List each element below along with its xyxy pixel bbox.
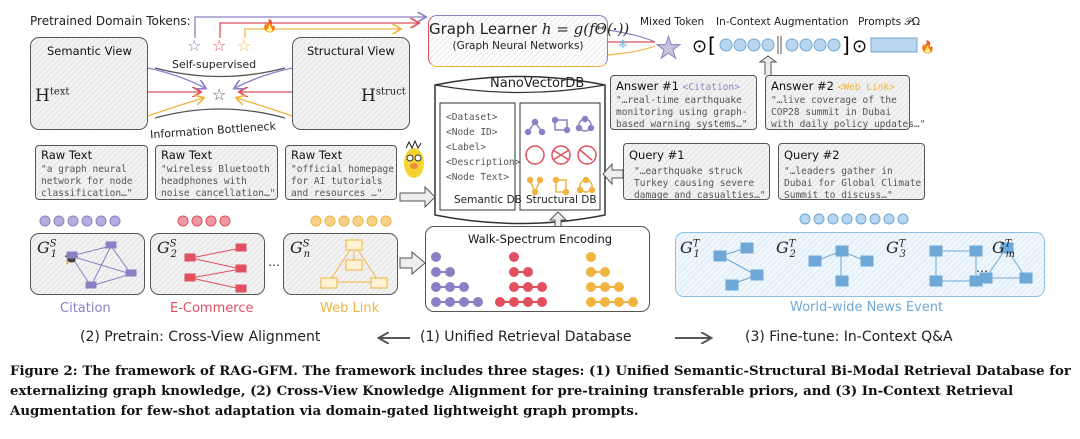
svg-text:☆: ☆: [212, 85, 226, 104]
shopping-cart-graph: [184, 243, 247, 293]
query-2-title: Query #2: [784, 148, 840, 162]
source-graph-ecommerce: GS2: [150, 233, 265, 295]
structural-view-title: Structural View: [307, 44, 395, 58]
snowflake-icon: ❄: [618, 37, 628, 51]
fire-icon: 🔥: [920, 40, 935, 54]
news-document-graphs: [713, 242, 1033, 291]
walk-spectrum-title: Walk-Spectrum Encoding: [468, 232, 613, 246]
h-struct-symbol: Hstruct: [361, 86, 406, 106]
graduation-cap-graph: 🎓: [64, 241, 137, 289]
ellipsis: …: [268, 255, 280, 269]
query-2-bubble: Query #2 "…leaders gather in Dubai for G…: [778, 143, 925, 201]
arrow-query-to-db: [602, 162, 624, 186]
webpage-graph: [320, 239, 388, 289]
query-1-title: Query #1: [629, 148, 685, 162]
figure-caption: Figure 2: The framework of RAG-GFM. The …: [10, 364, 1071, 419]
raw-text-content: "official homepage for AI tutorials and …: [291, 164, 394, 199]
walk-spectrum-panel: Walk-Spectrum Encoding: [425, 226, 650, 312]
query-2-text: "…leaders gather in Dubai for Global Cli…: [784, 166, 922, 201]
source-node-embeddings: [39, 215, 392, 227]
answer-2-title: Answer #2: [771, 79, 834, 93]
source-graph-weblink: GSn: [283, 233, 398, 295]
semantic-view-panel: Semantic View Htext: [30, 37, 148, 130]
token-arrow-orange: [244, 29, 400, 38]
svg-text:☆: ☆: [187, 36, 201, 55]
svg-text:[: [: [708, 33, 716, 57]
raw-text-citation: Raw Text "a graph neural network for nod…: [35, 145, 148, 200]
query-1-text: "…earthquake struck Turkey causing sever…: [634, 166, 766, 201]
raw-text-title: Raw Text: [161, 148, 213, 162]
domain-label-citation: Citation: [60, 301, 111, 316]
database-title: NanoVectorDB: [490, 76, 585, 91]
graph-learner-subtitle: (Graph Neural Networks): [452, 40, 584, 52]
stage-pretrain-label: (2) Pretrain: Cross-View Alignment: [80, 329, 321, 345]
svg-text:]: ]: [842, 33, 850, 57]
answer-1-title: Answer #1: [616, 79, 679, 93]
graph-symbol: GT3: [886, 238, 906, 261]
svg-text:☆: ☆: [237, 36, 251, 55]
domain-label-ecommerce: E-Commerce: [170, 301, 254, 316]
ellipsis: …: [976, 261, 988, 275]
graph-symbol: GT1: [680, 238, 700, 261]
arrow-raw-to-db: [399, 185, 436, 209]
mixed-token-label: Mixed Token: [640, 16, 705, 28]
answer-2-bubble: Answer #2 <Web Link> "…live coverage of …: [765, 75, 925, 130]
answer-1-bubble: Answer #1 <Citation> "…real-time earthqu…: [610, 75, 757, 130]
target-node-embeddings: [799, 213, 909, 225]
svg-text:☆: ☆: [212, 36, 226, 55]
source-graph-citation: GS1 🎓: [30, 233, 145, 295]
diagram-graphics: 🔥 ☆ ☆ ☆ ☆ ❄ ★ ⊙ [ ] ⊙ 🔥: [39, 0, 935, 360]
graph-learner-formula: h = g(fΘ(·)): [541, 20, 630, 38]
prompts-label: Prompts 𝒫Ω: [858, 16, 921, 28]
bert-icon: [404, 139, 424, 178]
stage-database-label: (1) Unified Retrieval Database: [420, 329, 632, 345]
semantic-db-fields: <Dataset><Node ID><Label><Description><N…: [446, 112, 521, 183]
structural-db-label: Structural DB: [526, 194, 597, 206]
target-graphs-panel: GT1 GT2 GT3 … GTm: [675, 232, 1045, 297]
raw-text-content: "wireless Bluetooth headphones with nois…: [161, 164, 276, 199]
answer-2-tag: <Web Link>: [837, 82, 895, 93]
h-text-symbol: Htext: [35, 86, 70, 106]
prompt-bar: [870, 37, 918, 53]
stage-finetune-label: (3) Fine-tune: In-Context Q&A: [745, 329, 953, 345]
raw-text-weblink: Raw Text "official homepage for AI tutor…: [285, 145, 397, 200]
mixed-token-star: ★: [655, 31, 682, 66]
structural-view-panel: Structural View Hstruct: [292, 37, 410, 130]
domain-token-stars: ☆ ☆ ☆ ☆: [187, 36, 251, 104]
raw-text-title: Raw Text: [291, 148, 343, 162]
semantic-db-label: Semantic DB: [454, 194, 522, 206]
domain-label-weblink: Web Link: [320, 301, 380, 316]
token-arrow-purple: [194, 17, 425, 38]
graph-symbol: GS1: [37, 238, 58, 261]
arrow-graph-to-walk: [399, 250, 426, 276]
raw-text-content: "a graph neural network for node classif…: [41, 164, 133, 199]
raw-text-ecommerce: Raw Text "wireless Bluetooth headphones …: [155, 145, 278, 200]
graph-symbol: GSn: [290, 238, 311, 261]
pretrained-tokens-label: Pretrained Domain Tokens:: [30, 14, 191, 28]
semantic-view-title: Semantic View: [47, 44, 132, 58]
query-1-bubble: Query #1 "…earthquake struck Turkey caus…: [623, 143, 770, 201]
graph-symbol: GT2: [776, 238, 796, 261]
fire-icon: 🔥: [262, 19, 277, 33]
answer-1-tag: <Citation>: [682, 82, 740, 93]
raw-text-title: Raw Text: [41, 148, 93, 162]
token-arrow-red: [219, 23, 418, 38]
answer-1-text: "…real-time earthquake monitoring using …: [616, 95, 748, 130]
in-context-augmentation-label: In-Context Augmentation: [716, 16, 849, 28]
svg-text:⊙: ⊙: [692, 36, 707, 57]
graph-symbol: GS2: [157, 238, 178, 261]
augmented-tokens: [719, 36, 841, 54]
target-domain-label: World-wide News Event: [790, 300, 944, 315]
svg-text:⊙: ⊙: [852, 36, 867, 57]
graph-learner-box: Graph Learner h = g(fΘ(·)) (Graph Neural…: [428, 15, 629, 67]
graph-symbol: GTm: [992, 238, 1015, 261]
answer-2-text: "…live coverage of the COP28 summit in D…: [771, 95, 926, 130]
graph-learner-title: Graph Learner: [429, 20, 538, 38]
structural-db-graphs: [524, 115, 597, 196]
walk-spectrum-walks: [431, 252, 638, 307]
self-supervised-label: Self-supervised: [172, 58, 257, 71]
